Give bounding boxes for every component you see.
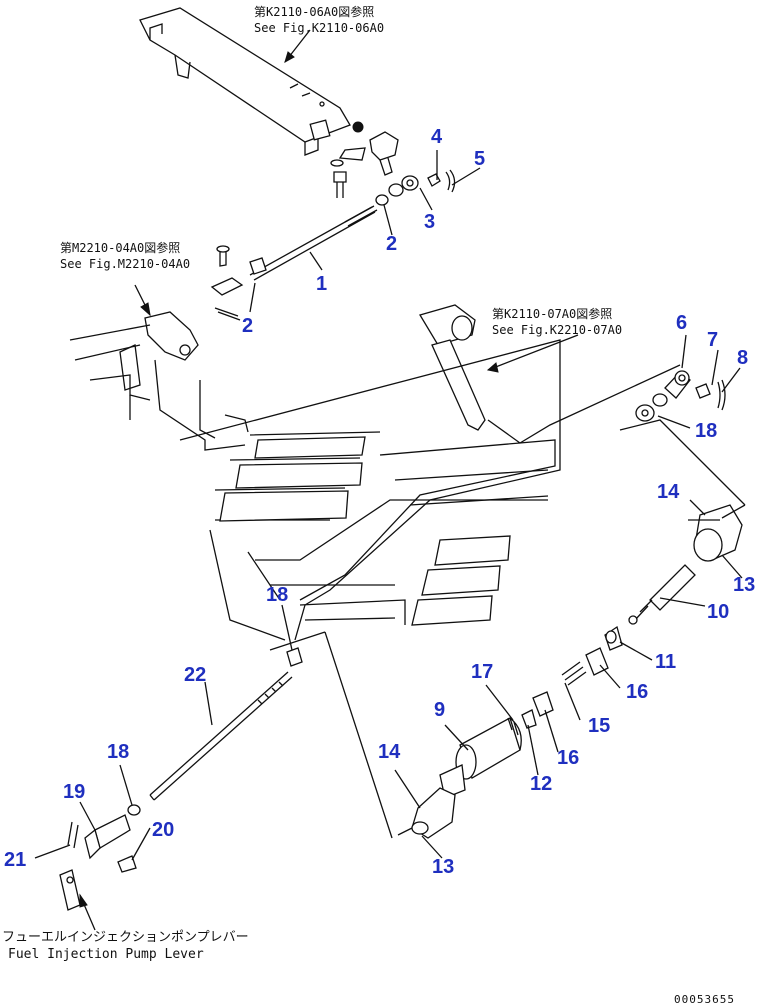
part-label-5: 5	[474, 148, 485, 170]
part-label-13-right: 13	[733, 574, 755, 596]
left-bracket	[69, 245, 249, 451]
part-label-6: 6	[676, 312, 687, 334]
part-label-18-lower: 18	[107, 741, 129, 763]
leader-lines	[34, 150, 743, 861]
part-label-4: 4	[431, 126, 443, 148]
part-label-12: 12	[530, 773, 552, 795]
part-label-14-right: 14	[657, 481, 680, 503]
rod-22	[59, 647, 303, 931]
top-bracket	[139, 7, 399, 198]
reference-top: 第K2110-06A0図参照 See Fig.K2110-06A0	[254, 4, 384, 35]
part-label-10: 10	[707, 601, 729, 623]
part-label-18-hood: 18	[266, 584, 288, 606]
part-label-19: 19	[63, 781, 85, 803]
caption-en: Fuel Injection Pump Lever	[8, 947, 204, 962]
right-joint	[619, 370, 746, 506]
part-label-20: 20	[152, 819, 174, 841]
part-label-21: 21	[4, 849, 26, 871]
part-label-1: 1	[316, 273, 327, 295]
part-label-16-right: 16	[626, 681, 648, 703]
part-label-7: 7	[707, 329, 718, 351]
reference-mid-jp: 第K2110-07A0図参照	[492, 306, 612, 321]
reference-top-jp: 第K2110-06A0図参照	[254, 4, 374, 19]
hood-outline	[179, 339, 561, 641]
part-label-9: 9	[434, 699, 445, 721]
part-label-15: 15	[588, 715, 610, 737]
part-label-13-center: 13	[432, 856, 454, 878]
reference-top-en: See Fig.K2110-06A0	[254, 21, 384, 35]
rod-1	[249, 169, 456, 281]
drawing-code: 00053655	[674, 993, 735, 1006]
part-label-2-right: 2	[386, 233, 397, 255]
cable-center	[269, 631, 522, 839]
reference-left-en: See Fig.M2210-04A0	[60, 257, 190, 271]
reference-left: 第M2210-04A0図参照 See Fig.M2210-04A0	[60, 240, 190, 271]
mid-lever	[419, 304, 681, 444]
caption: フューエルインジェクションポンプレバー Fuel Injection Pump …	[2, 930, 249, 962]
part-label-17: 17	[471, 661, 493, 683]
part-label-16-center: 16	[557, 747, 579, 769]
reference-mid-en: See Fig.K2210-07A0	[492, 323, 622, 337]
part-label-3: 3	[424, 211, 435, 233]
part-label-22: 22	[184, 664, 206, 686]
part-label-18-right: 18	[695, 420, 717, 442]
part-label-8: 8	[737, 347, 748, 369]
caption-jp: フューエルインジェクションポンプレバー	[2, 930, 249, 945]
part-label-14-center: 14	[378, 741, 401, 763]
reference-mid: 第K2110-07A0図参照 See Fig.K2210-07A0	[492, 306, 622, 337]
reference-left-jp: 第M2210-04A0図参照	[60, 240, 180, 255]
part-labels: 1 2 2 3 4 5 6 7 8 9 10 11 12 13 13 14 14…	[4, 126, 755, 878]
part-label-2-left: 2	[242, 315, 253, 337]
part-label-11: 11	[655, 651, 676, 673]
